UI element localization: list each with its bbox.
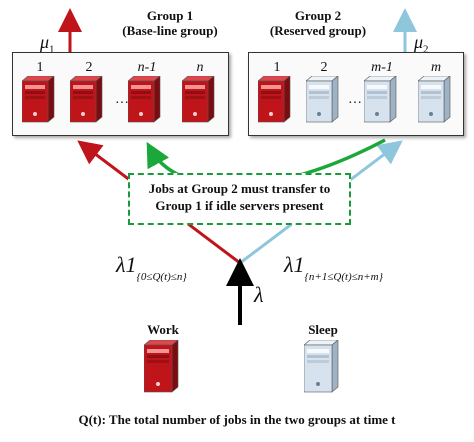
group2-title: Group 2 <box>294 8 342 23</box>
server-sleep-icon <box>304 340 339 393</box>
group2-server-label: m <box>430 60 442 75</box>
group2-server-label: m-1 <box>371 60 393 75</box>
group1-title: Group 1 <box>146 8 194 23</box>
server-work-icon <box>182 76 215 123</box>
route-label-group2: λ1{n+1≤Q(t)≤n+m} <box>284 252 384 283</box>
group1-subtitle: (Base-line group) <box>122 23 218 38</box>
server-work-icon <box>22 76 55 123</box>
server-work-icon <box>144 340 179 393</box>
server-work-icon <box>70 76 103 123</box>
transfer-rule-notice: Jobs at Group 2 must transfer to Group 1… <box>128 173 351 225</box>
group1-server-label: 2 <box>85 60 93 75</box>
server-sleep-icon <box>418 76 451 123</box>
route-label-group1: λ1{0≤Q(t)≤n} <box>116 252 187 283</box>
server-sleep-icon <box>364 76 397 123</box>
group1-server-label: n-1 <box>137 60 157 75</box>
server-sleep-icon <box>306 76 339 123</box>
arrival-rate-label: λ <box>254 282 264 307</box>
server-work-icon <box>128 76 161 123</box>
group1-service-rate: μ1 <box>40 32 55 56</box>
notice-line1: Jobs at Group 2 must transfer to <box>148 181 331 196</box>
group1-server-label: n <box>196 60 204 75</box>
group2-server-label: 2 <box>320 60 328 75</box>
legend-work-label: Work <box>147 322 179 337</box>
group2-subtitle: (Reserved group) <box>269 23 367 38</box>
caption: Q(t): The total number of jobs in the tw… <box>78 412 396 427</box>
group2-ellipsis: … <box>348 92 362 107</box>
group1-ellipsis: … <box>115 92 129 107</box>
notice-line2: Group 1 if idle servers present <box>155 198 324 213</box>
group2-service-rate: μ2 <box>414 32 429 56</box>
server-work-icon <box>258 76 291 123</box>
group2-server-label: 1 <box>273 60 281 75</box>
group1-server-label: 1 <box>36 60 44 75</box>
legend-sleep-label: Sleep <box>308 322 338 337</box>
